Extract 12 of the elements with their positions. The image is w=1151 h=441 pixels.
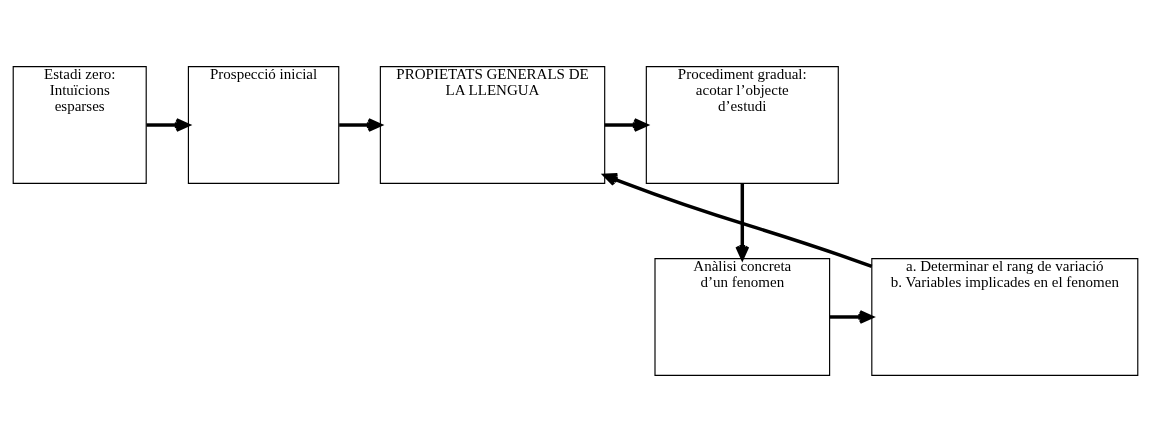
arrow xyxy=(603,172,873,268)
arrow xyxy=(339,117,382,132)
node-box: a. Determinar el rang de variació b. Variables implicades en el fenomen xyxy=(871,257,1139,376)
node-box: Prospecció inicial xyxy=(187,65,340,184)
arrow xyxy=(146,117,190,132)
arrow xyxy=(604,117,648,132)
node-box: Estadi zero: Intuïcions esparses xyxy=(12,65,147,184)
node-box: PROPIETATS GENERALS DE LA LLENGUA xyxy=(379,65,606,184)
node-box: Anàlisi concreta d’un fenomen xyxy=(654,257,831,376)
arrow xyxy=(735,183,750,260)
arrow xyxy=(829,309,874,324)
node-box: Procediment gradual: acotar l’objecte d’estudi xyxy=(645,65,839,184)
